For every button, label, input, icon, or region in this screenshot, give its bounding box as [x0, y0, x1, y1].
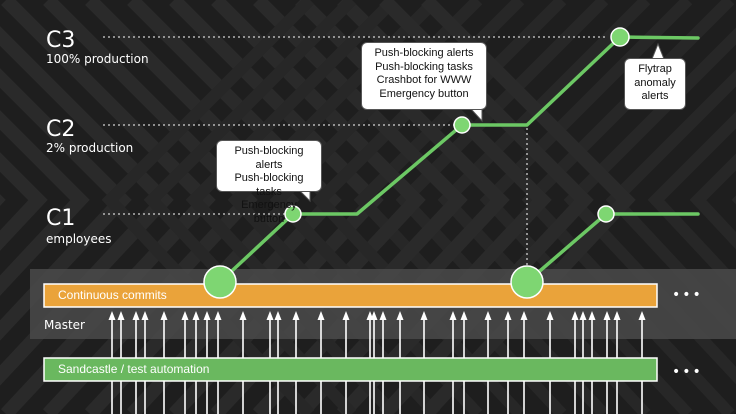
commit-arrowhead — [579, 311, 587, 320]
commit-arrowhead — [449, 311, 457, 320]
stage-c2-sublabel: 2% production — [46, 141, 134, 155]
commit-arrowhead — [504, 311, 512, 320]
callout-c3-gates: Flytrap anomaly alerts — [624, 58, 686, 110]
stage-c3-node — [610, 27, 630, 47]
stage-c1-node — [284, 205, 302, 223]
callout-c3-tail — [651, 42, 665, 60]
commit-arrowhead — [571, 311, 579, 320]
background-stripe — [0, 68, 132, 341]
background-stripe — [647, 111, 736, 295]
callout-line: Push-blocking tasks — [375, 60, 473, 73]
sandcastle-bar — [43, 357, 658, 382]
commit-arrowhead — [460, 311, 468, 320]
stage-c1-node — [597, 205, 615, 223]
callout-line: Flytrap — [638, 63, 672, 75]
commit-arrowhead — [317, 311, 325, 320]
background-stripe — [0, 26, 174, 386]
commit-node-large — [510, 265, 544, 299]
commit-arrowhead — [239, 311, 247, 320]
commit-arrowhead — [420, 311, 428, 320]
commit-arrowhead — [160, 311, 168, 320]
commit-arrowhead — [292, 311, 300, 320]
commit-arrowhead — [588, 311, 596, 320]
commit-arrowhead — [214, 311, 222, 320]
background-stripe — [395, 0, 609, 414]
callout-line: Emergency button — [241, 199, 297, 225]
callout-line: Push-blocking tasks — [234, 172, 304, 198]
callout-line: Emergency button — [379, 87, 469, 100]
background-stripe — [563, 27, 736, 385]
commit-arrowhead — [638, 311, 646, 320]
background-stripe — [420, 0, 636, 414]
callout-line: alerts — [641, 90, 669, 102]
callout-line: anomaly — [634, 76, 676, 89]
commit-arrowhead — [613, 311, 621, 320]
commits-bar-label: Continuous commits — [58, 288, 167, 302]
background-stripe — [0, 110, 90, 296]
callout-c2-gates: Push-blocking alerts Push-blocking tasks… — [361, 42, 487, 110]
commit-arrowhead — [370, 311, 378, 320]
stage-c3-label: C3 — [46, 28, 76, 53]
commits-bar — [43, 283, 658, 308]
callout-line: Push-blocking alerts — [374, 47, 474, 59]
callout-c2-tail — [469, 108, 483, 123]
background-stripe — [185, 0, 399, 414]
commit-arrowhead — [603, 311, 611, 320]
background-stripe — [42, 0, 258, 414]
commit-arrowhead — [396, 311, 404, 320]
callout-c1-gates: Push-blocking alerts Push-blocking tasks… — [216, 140, 322, 225]
commit-arrowhead — [484, 311, 492, 320]
commit-arrowhead — [546, 311, 554, 320]
background-stripe — [605, 69, 736, 340]
background-stripe — [84, 0, 300, 414]
commit-arrowhead — [342, 311, 350, 320]
commit-arrowhead — [203, 311, 211, 320]
callout-line: Crashbot for WWW — [376, 74, 472, 86]
commit-arrowhead — [520, 311, 528, 320]
background-stripe — [126, 0, 342, 414]
background-stripe — [437, 0, 651, 414]
more-tests-indicator: ••• — [672, 364, 703, 380]
commit-arrowhead — [117, 311, 125, 320]
stage-c3-sublabel: 100% production — [46, 52, 149, 66]
commit-arrowhead — [266, 311, 274, 320]
master-label: Master — [44, 318, 85, 332]
stage-c2-label: C2 — [46, 117, 76, 142]
sandcastle-bar-label: Sandcastle / test automation — [58, 362, 210, 376]
stage-c1-sublabel: employees — [46, 232, 112, 246]
callout-line: Push-blocking alerts — [234, 145, 304, 171]
stage-c2-node — [453, 116, 471, 134]
background-stripe — [479, 0, 693, 414]
background-stripe — [0, 152, 48, 251]
commit-arrowhead — [181, 311, 189, 320]
background-stripe — [143, 0, 357, 414]
background-stripe — [689, 153, 736, 250]
background-stripe — [0, 0, 216, 414]
commit-arrowhead — [132, 311, 140, 320]
stage-c1-label: C1 — [46, 206, 76, 231]
commit-arrowhead — [192, 311, 200, 320]
commit-arrowhead — [141, 311, 149, 320]
commit-arrowhead — [108, 311, 116, 320]
more-commits-indicator: ••• — [672, 287, 703, 303]
commit-arrowhead — [274, 311, 282, 320]
commit-arrowhead — [379, 311, 387, 320]
commit-node-large — [203, 265, 237, 299]
